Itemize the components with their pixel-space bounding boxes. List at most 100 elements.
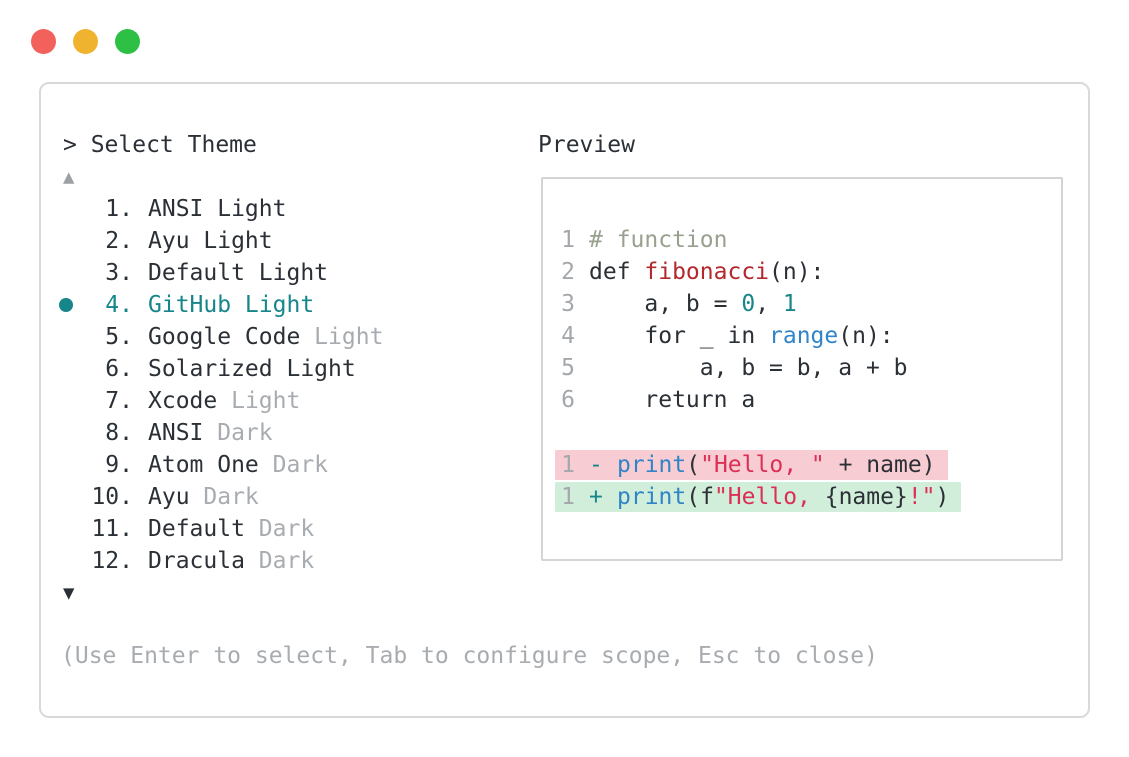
minimize-button-icon[interactable] [73, 29, 98, 54]
theme-item[interactable]: 3. Default Light [41, 257, 541, 289]
code-token: (n): [769, 259, 825, 285]
line-number: 6 [561, 387, 575, 413]
theme-item-label: Ayu Light [148, 228, 273, 254]
code-token: , [755, 291, 783, 317]
code-line: 2 def fibonacci(n): [561, 256, 1061, 288]
theme-item-label: Ayu [148, 484, 190, 510]
code-token: print [617, 483, 687, 510]
code-token: a, b = [589, 291, 742, 317]
code-token: (f [686, 483, 714, 510]
theme-item[interactable]: 11. Default Dark [41, 513, 541, 545]
theme-item[interactable]: 4. GitHub Light [41, 289, 541, 321]
line-number: 1 [561, 483, 575, 510]
code-line: 6 return a [561, 384, 1061, 416]
theme-item-number: 2. [105, 228, 133, 254]
scroll-down-icon[interactable]: ▼ [63, 582, 75, 604]
line-number: 1 [561, 451, 575, 478]
line-number: 1 [561, 227, 575, 253]
preview-title: Preview [538, 132, 635, 158]
code-token: a, b = b, a + b [589, 355, 908, 381]
code-token: (n): [838, 323, 894, 349]
theme-item-label: Google Code [148, 324, 301, 350]
code-token: !" [907, 483, 936, 510]
theme-item-label: Default Light [148, 260, 329, 286]
code-line: 4 for _ in range(n): [561, 320, 1061, 352]
theme-item-label: Default [148, 516, 245, 542]
theme-item-variant-dim: Dark [258, 452, 329, 478]
code-token: print [617, 451, 687, 478]
code-token: "Hello, [713, 483, 825, 510]
theme-item[interactable]: 7. Xcode Light [41, 385, 541, 417]
blank-line [561, 416, 1061, 448]
diff-sign-plus: + [589, 483, 603, 510]
diff-line-removed: 1-print("Hello, " + name) [555, 448, 1061, 480]
theme-item[interactable]: 5. Google Code Light [41, 321, 541, 353]
theme-item-number: 12. [91, 548, 133, 574]
code-token: ) [935, 483, 950, 510]
scroll-up-icon[interactable]: ▲ [63, 166, 75, 188]
line-number: 4 [561, 323, 575, 349]
theme-item[interactable]: 12. Dracula Dark [41, 545, 541, 577]
theme-item-variant-dim: Light [217, 388, 301, 414]
theme-item-label: GitHub Light [148, 292, 315, 318]
code-token: range [769, 323, 839, 349]
code-token: 1 [782, 291, 797, 317]
theme-item[interactable]: 2. Ayu Light [41, 225, 541, 257]
theme-item-label: Xcode [148, 388, 218, 414]
theme-item-number: 10. [91, 484, 133, 510]
theme-item-variant-dim: Dark [244, 548, 315, 574]
theme-item-number: 5. [105, 324, 133, 350]
selected-bullet-icon [59, 298, 73, 312]
theme-item[interactable]: 8. ANSI Dark [41, 417, 541, 449]
line-number: 2 [561, 259, 575, 285]
theme-item-label: ANSI [148, 420, 204, 446]
select-theme-prompt: > Select Theme [63, 132, 257, 158]
code-token: def [589, 259, 645, 285]
theme-item-label: Solarized Light [148, 356, 356, 382]
theme-item-number: 11. [91, 516, 133, 542]
code-line: 3 a, b = 0, 1 [561, 288, 1061, 320]
theme-item[interactable]: 9. Atom One Dark [41, 449, 541, 481]
diff-sign-minus: - [589, 451, 603, 478]
theme-item[interactable]: 10.Ayu Dark [41, 481, 541, 513]
zoom-button-icon[interactable] [115, 29, 140, 54]
diff-line-added: 1 + print(f"Hello, {name}!") [555, 480, 1061, 512]
code-token: "Hello, " [700, 451, 825, 478]
theme-item-label: Dracula [148, 548, 245, 574]
theme-item-number: 6. [105, 356, 133, 382]
code-token: 0 [741, 291, 756, 317]
theme-item-variant-dim: Light [300, 324, 384, 350]
theme-item-number: 7. [105, 388, 133, 414]
code-token: # function [589, 227, 728, 253]
diff-highlight-removed: 1-print("Hello, " + name) [555, 449, 948, 480]
code-line: 5 a, b = b, a + b [561, 352, 1061, 384]
code-token: return a [589, 387, 756, 413]
theme-picker-panel: > Select Theme ▲ 1. ANSI Light 2. Ayu Light… [39, 82, 1090, 718]
theme-item-label: Atom One [148, 452, 259, 478]
code-line: 1 # function [561, 224, 1061, 256]
diff-highlight-added: 1 + print(f"Hello, {name}!") [555, 481, 962, 512]
code-token: for _ in [589, 323, 770, 349]
theme-item-number: 1. [105, 196, 133, 222]
code-token: ( [686, 451, 701, 478]
theme-item-variant-dim: Dark [244, 516, 315, 542]
keyboard-hint: (Use Enter to select, Tab to configure s… [61, 643, 878, 669]
theme-item-number: 9. [105, 452, 133, 478]
code-token: + name) [824, 451, 936, 478]
theme-list: 1. ANSI Light 2. Ayu Light 3. Default Light 4.… [41, 193, 541, 577]
line-number: 5 [561, 355, 575, 381]
theme-item[interactable]: 6. Solarized Light [41, 353, 541, 385]
theme-item-number: 4. [105, 292, 133, 318]
window-controls [31, 29, 140, 54]
code-token: {name} [824, 483, 908, 510]
theme-item[interactable]: 1. ANSI Light [41, 193, 541, 225]
theme-item-number: 8. [105, 420, 133, 446]
code-token: fibonacci [644, 259, 770, 285]
theme-item-variant-dim: Dark [203, 420, 273, 446]
line-number: 3 [561, 291, 575, 317]
close-button-icon[interactable] [31, 29, 56, 54]
theme-item-number: 3. [105, 260, 133, 286]
theme-item-label: ANSI Light [148, 196, 287, 222]
